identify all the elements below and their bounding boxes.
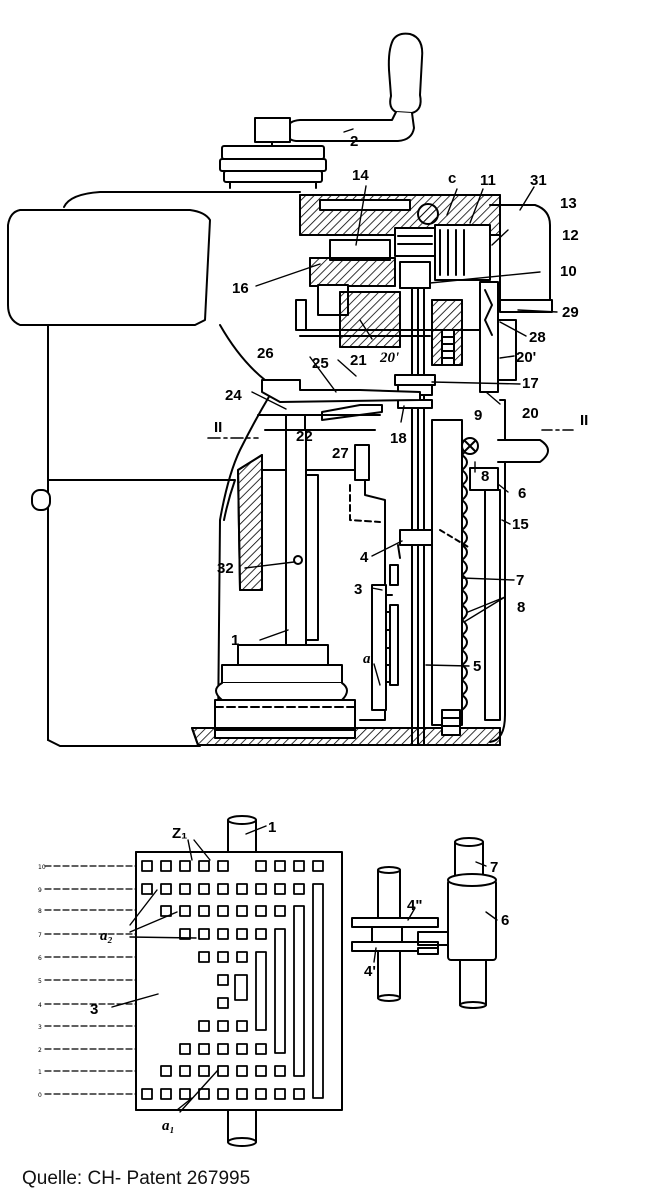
label-6: 6: [518, 485, 526, 502]
label-shaft-7: 7: [490, 859, 498, 876]
svg-text:3: 3: [38, 1024, 42, 1031]
leader-lines-bottom: [111, 825, 498, 1113]
label-14: 14: [352, 167, 369, 184]
label-5: 5: [473, 658, 481, 675]
reference-labels-bottom: Z₁ 1 7 4" 6 a₂ 3 4' a₁: [90, 819, 509, 1134]
machine-housing-left: [7, 191, 301, 747]
lever-6: [461, 437, 549, 463]
label-4-prime: 4': [364, 963, 376, 980]
label-21: 21: [350, 352, 367, 369]
label-9: 9: [474, 407, 482, 424]
base-plate: [191, 727, 501, 746]
code-drum-shaft-1: [227, 815, 257, 1147]
label-shaft-1: 1: [268, 819, 276, 836]
label-7: 7: [516, 572, 524, 589]
label-24: 24: [225, 387, 242, 404]
reference-labels-top: 2 14 c 11 31 13 12 16 10 29 28 21 20' 20…: [214, 133, 588, 675]
section-lines: [207, 429, 576, 439]
label-11: 11: [480, 172, 496, 189]
label-29: 29: [562, 304, 579, 321]
label-section-II-right: II: [580, 412, 588, 429]
label-8-lower: 8: [517, 599, 525, 616]
svg-text:10: 10: [38, 864, 46, 871]
svg-text:9: 9: [38, 887, 42, 894]
svg-text:0: 0: [38, 1092, 42, 1099]
crank-pulley: [219, 145, 327, 189]
label-3: 3: [354, 581, 362, 598]
leader-lines: [244, 128, 558, 686]
label-4: 4: [360, 549, 369, 566]
label-15: 15: [512, 516, 529, 533]
label-16: 16: [232, 280, 249, 297]
label-26: 26: [257, 345, 274, 362]
reference-lines: [44, 865, 137, 1095]
code-drum-holes: [141, 860, 324, 1100]
selector-shaft-4: [351, 866, 439, 1002]
svg-text:6: 6: [38, 955, 42, 962]
label-27: 27: [332, 445, 349, 462]
svg-text:4: 4: [38, 1002, 42, 1009]
label-drum-3: 3: [90, 1001, 98, 1018]
svg-text:8: 8: [38, 908, 42, 915]
label-13: 13: [560, 195, 577, 212]
label-25: 25: [312, 355, 329, 372]
svg-text:5: 5: [38, 978, 42, 985]
label-20-inner: 20': [379, 350, 399, 366]
drive-column-top: [431, 281, 553, 393]
upper-plate: [257, 379, 421, 431]
label-a: a: [363, 651, 371, 667]
label-1: 1: [231, 632, 239, 649]
label-c: c: [448, 170, 456, 187]
label-section-II-left: II: [214, 419, 222, 436]
label-10: 10: [560, 263, 577, 280]
label-20: 20: [522, 405, 539, 422]
label-z1: Z₁: [172, 825, 187, 842]
label-22: 22: [296, 428, 313, 445]
crank-handle: [254, 32, 424, 149]
label-31: 31: [530, 172, 547, 189]
label-20-prime: 20': [516, 349, 536, 366]
label-17: 17: [522, 375, 539, 392]
svg-text:2: 2: [38, 1047, 42, 1054]
spindle-base: [214, 644, 356, 731]
label-4-double-prime: 4": [407, 897, 422, 914]
label-32: 32: [217, 560, 234, 577]
label-12: 12: [562, 227, 579, 244]
source-caption: Quelle: CH- Patent 267995: [22, 1168, 251, 1189]
gear-housing: [295, 194, 551, 348]
label-18: 18: [390, 430, 407, 447]
spindle-tube: [237, 429, 399, 721]
label-2: 2: [350, 133, 358, 150]
label-28: 28: [529, 329, 546, 346]
label-8-upper: 8: [481, 468, 489, 485]
label-lever-6: 6: [501, 912, 509, 929]
svg-text:1: 1: [38, 1069, 42, 1076]
svg-text:7: 7: [38, 932, 42, 939]
label-a1: a₁: [162, 1118, 175, 1134]
lever-shaft-6-7: [417, 837, 497, 1009]
label-a2: a₂: [100, 928, 113, 944]
scale-numbers: 10 9 8 7 6 5 4 3 2 1 0: [38, 864, 46, 1099]
